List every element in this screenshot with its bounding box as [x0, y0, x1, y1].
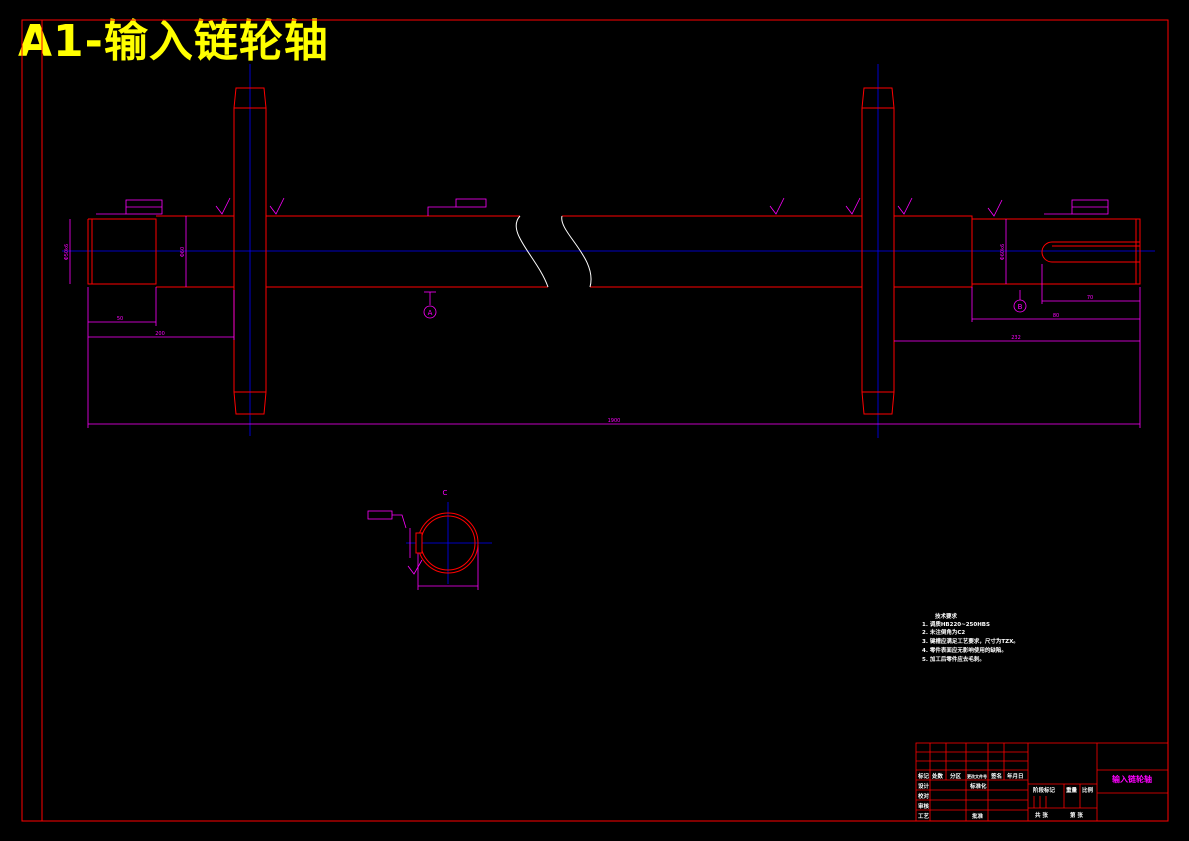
tb-header-2: 分区 [950, 772, 962, 780]
roughness-mark-6 [987, 199, 1003, 217]
dim-left-dia2-text: Φ60 [180, 247, 186, 257]
dim-right-segment-text: 232 [1011, 335, 1021, 341]
section-c-roughness [407, 559, 423, 575]
tech-req-title: 技术要求 [935, 612, 958, 620]
section-markers: A B C [423, 299, 1027, 497]
tb-standardization: 标准化 [969, 782, 987, 790]
section-a-circle [423, 305, 437, 319]
tb-header-1: 处数 [931, 772, 944, 780]
dim-right-dia-text: Φ60k6 [1000, 244, 1006, 260]
roughness-mark-2 [269, 197, 285, 215]
tb-approve: 批准 [972, 812, 984, 820]
section-b-label: B [1018, 303, 1023, 311]
tb-header-4: 签名 [990, 772, 1002, 780]
dimension-texts: 1900 200 50 232 80 70 Φ50k6 Φ60 Φ60k6 [64, 244, 1093, 424]
tb-row-label-5: 工艺 [918, 812, 930, 820]
tech-req-item-3: 3. 键槽应满足工艺要求，尺寸为TZX。 [922, 637, 1019, 645]
roughness-mark-1 [215, 197, 231, 215]
tb-header-5: 年月日 [1007, 772, 1024, 780]
title-block-frame [915, 742, 1169, 822]
section-c-label: C [443, 489, 448, 497]
dim-overall-text: 1900 [608, 418, 621, 424]
section-c-view [415, 512, 479, 574]
section-c-leader [392, 514, 407, 529]
centerlines [62, 64, 1155, 584]
tb-part-name: 输入链轮轴 [1112, 774, 1152, 784]
tech-req-item-1: 1. 调质HB220~250HBS [922, 620, 990, 628]
tb-stage-mark: 阶段标记 [1033, 786, 1056, 794]
roughness-mark-4 [845, 197, 861, 215]
tb-row-label-2: 设计 [918, 782, 930, 790]
tb-weight: 重量 [1066, 786, 1078, 794]
dim-left-dia-text: Φ50k6 [64, 244, 70, 260]
tb-header-3: 更改文件号 [967, 773, 987, 779]
dim-right-journal-text: 80 [1053, 313, 1059, 319]
dim-left-segment-text: 200 [155, 331, 165, 337]
tech-req-item-5: 5. 加工后零件应去毛刺。 [922, 655, 985, 663]
dimensions [69, 197, 1141, 590]
tolerance-leader-mid [427, 206, 456, 216]
technical-requirements: 技术要求 1. 调质HB220~250HBS 2. 未注倒角为C2 3. 键槽应… [922, 612, 1019, 663]
tech-req-item-2: 2. 未注倒角为C2 [922, 628, 965, 636]
section-b-circle [1013, 299, 1027, 313]
title-block [915, 742, 1169, 822]
break-line-left [515, 215, 549, 288]
section-a-label: A [428, 309, 433, 317]
tb-row-label-1: 标记 [917, 772, 930, 780]
tech-req-item-4: 4. 零件表面应无影响使用的缺陷。 [922, 646, 1007, 654]
break-line-right [561, 215, 592, 288]
right-shoulder [894, 215, 973, 288]
outer-frame [21, 19, 1169, 822]
shaft-outline [87, 87, 1141, 415]
dim-keyway-text: 70 [1087, 295, 1093, 301]
left-sprocket-body [233, 87, 267, 415]
tb-row-label-4: 审核 [918, 802, 930, 810]
roughness-mark-3 [769, 197, 785, 215]
tb-row-label-3: 校对 [918, 792, 930, 800]
left-shoulder [156, 215, 235, 288]
drawing-headline: A1-输入链轮轴 [18, 16, 329, 67]
break-lines [515, 215, 592, 288]
keyway [1041, 241, 1140, 263]
right-journal [972, 218, 1141, 285]
title-block-texts: 输入链轮轴 标记 设计 校对 审核 工艺 处数 分区 更改文件号 签名 年月日 … [917, 772, 1152, 820]
inner-frame [41, 19, 1169, 822]
tolerance-frame-mid [455, 198, 487, 208]
section-c-keyway [415, 532, 423, 554]
right-sprocket-body [861, 87, 895, 415]
dim-left-journal-text: 50 [117, 316, 123, 322]
roughness-mark-5 [897, 197, 913, 215]
left-journal [87, 218, 157, 285]
tb-sheets-total: 共 张 [1035, 811, 1048, 819]
tb-sheet-no: 第 张 [1070, 811, 1083, 819]
section-c-tol-frame [367, 510, 393, 520]
tb-scale: 比例 [1082, 786, 1094, 794]
